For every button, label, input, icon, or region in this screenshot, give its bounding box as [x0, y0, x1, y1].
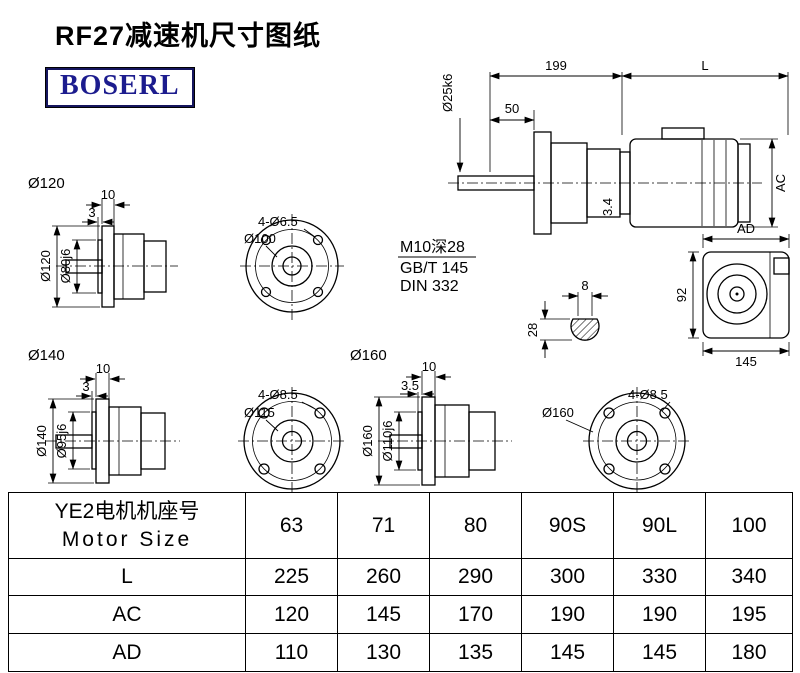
table-cell: 260 — [337, 558, 430, 596]
table-cell: 71 — [337, 492, 430, 559]
table-cell: 90S — [521, 492, 614, 559]
flange-160-view: Ø160 10 3.5 Ø160 — [350, 347, 691, 492]
dim-145: 145 — [735, 354, 757, 369]
table-header-row: YE2电机机座号 Motor Size 63 71 80 90S 90L 100 — [8, 492, 793, 559]
header-label-en: Motor Size — [61, 528, 193, 552]
dim-flange120-spigot-depth: 3 — [88, 205, 95, 220]
dim-flange120-holes: 4-Ø6.5 — [258, 214, 298, 229]
dim-flange160-spigot-depth: 3.5 — [401, 378, 419, 393]
dim-flange160-thickness: 10 — [422, 359, 436, 374]
flange-160-title: Ø160 — [350, 347, 387, 364]
dim-key-height-28: 28 — [525, 323, 540, 337]
table-cell: 110 — [245, 633, 338, 672]
boserl-logo: BOSERL — [45, 67, 195, 108]
table-cell: 130 — [337, 633, 430, 672]
technical-drawing-canvas: 199 L 50 Ø25k6 AC 3.4 M10深28 GB/T 145 DI… — [28, 58, 790, 492]
table-cell: 63 — [245, 492, 338, 559]
dim-flange120-bolt-circle: Ø100 — [244, 231, 276, 246]
row-label: L — [8, 558, 246, 596]
table-cell: 145 — [613, 633, 706, 672]
dim-flange140-od: Ø140 — [34, 425, 49, 457]
table-cell: 300 — [521, 558, 614, 596]
dim-flange120-od: Ø120 — [38, 250, 53, 282]
flange-140-title: Ø140 — [28, 347, 65, 364]
table-cell: 190 — [613, 595, 706, 634]
tap-note-m10: M10深28 — [400, 238, 465, 256]
dim-AC: AC — [773, 174, 788, 192]
main-assembly-view: 199 L 50 Ø25k6 AC 3.4 M10深28 GB/T 145 DI… — [398, 58, 789, 295]
table-cell: 145 — [337, 595, 430, 634]
logo-text: BOSERL — [60, 70, 180, 101]
table-cell: 225 — [245, 558, 338, 596]
shaft-section-view: 8 28 — [525, 278, 608, 358]
flange-120-view: Ø120 10 3 Ø120 — [28, 175, 344, 320]
table-row-AD: AD 110 130 135 145 145 180 — [8, 633, 793, 672]
dim-flange160-od: Ø160 — [360, 425, 375, 457]
table-cell: 145 — [521, 633, 614, 672]
dim-flange160-front: Ø160 — [542, 405, 574, 420]
dim-AD: AD — [737, 221, 755, 236]
tap-note-gbt: GB/T 145 — [400, 260, 468, 277]
page-title: RF27减速机尺寸图纸 — [55, 21, 322, 51]
table-cell: 120 — [245, 595, 338, 634]
dim-flange140-thickness: 10 — [96, 361, 110, 376]
header-label-cn: YE2电机机座号 — [54, 499, 200, 523]
dim-L: L — [701, 58, 708, 73]
table-cell: 135 — [429, 633, 522, 672]
flange-120-title: Ø120 — [28, 175, 65, 192]
table-cell: 330 — [613, 558, 706, 596]
dim-flange120-thickness: 10 — [101, 187, 115, 202]
dim-flange140-holes: 4-Ø8.5 — [258, 387, 298, 402]
row-label: AC — [8, 595, 246, 634]
row-label: AD — [8, 633, 246, 672]
dim-50: 50 — [505, 101, 519, 116]
dim-3-4: 3.4 — [600, 198, 615, 216]
table-cell: 80 — [429, 492, 522, 559]
motor-size-table: YE2电机机座号 Motor Size 63 71 80 90S 90L 100… — [8, 492, 793, 672]
header-motor-size-cell: YE2电机机座号 Motor Size — [8, 492, 246, 559]
table-row-AC: AC 120 145 170 190 190 195 — [8, 595, 793, 634]
table-cell: 100 — [705, 492, 793, 559]
table-cell: 180 — [705, 633, 793, 672]
table-cell: 90L — [613, 492, 706, 559]
dim-199: 199 — [545, 58, 567, 73]
table-cell: 195 — [705, 595, 793, 634]
dim-flange140-spigot-depth: 3 — [82, 379, 89, 394]
dim-key-width-8: 8 — [581, 278, 588, 293]
dim-flange140-bolt-circle: Ø115 — [244, 405, 275, 420]
table-cell: 170 — [429, 595, 522, 634]
table-cell: 290 — [429, 558, 522, 596]
dim-shaft-diameter: Ø25k6 — [440, 74, 455, 112]
table-cell: 340 — [705, 558, 793, 596]
dim-flange160-holes: 4-Ø8.5 — [628, 387, 668, 402]
flange-140-view: Ø140 10 3 Ø140 — [28, 347, 346, 492]
dim-flange120-spigot: Ø80j6 — [58, 249, 73, 284]
table-row-L: L 225 260 290 300 330 340 — [8, 558, 793, 596]
dim-flange160-spigot: Ø110j6 — [380, 421, 395, 462]
end-view: AD 92 145 — [674, 221, 790, 369]
dim-92: 92 — [674, 288, 689, 302]
table-cell: 190 — [521, 595, 614, 634]
dim-flange140-spigot: Ø95j6 — [54, 424, 69, 459]
tap-note-din: DIN 332 — [400, 278, 459, 295]
